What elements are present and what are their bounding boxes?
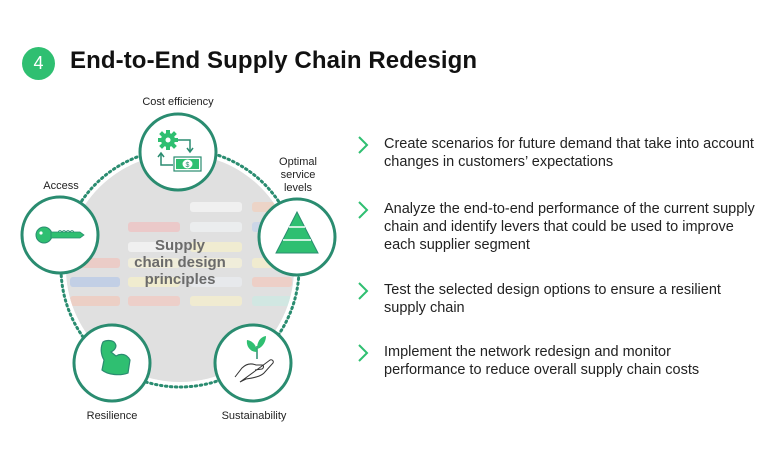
node-sustainability xyxy=(213,323,293,403)
center-label-line: principles xyxy=(144,271,216,288)
svg-text:$: $ xyxy=(186,162,190,169)
step-number-badge: 4 xyxy=(22,47,55,80)
chevron-right-icon xyxy=(356,135,384,171)
center-label: Supply chain design principles xyxy=(110,237,250,288)
node-optimal-service-levels xyxy=(257,197,337,277)
list-item: Test the selected design options to ensu… xyxy=(356,281,756,317)
node-cost-efficiency: $ xyxy=(138,112,218,192)
list-item-text: Create scenarios for future demand that … xyxy=(384,136,754,170)
diagram-graphics: $ xyxy=(20,112,337,403)
node-access xyxy=(20,195,100,275)
center-label-line: Supply xyxy=(154,237,205,254)
plant-in-hand-icon xyxy=(234,336,274,383)
pyramid-icon xyxy=(275,210,319,254)
key-icon xyxy=(35,226,85,244)
list-item-text: Analyze the end-to-end performance of th… xyxy=(384,201,755,253)
supply-chain-principles-diagram: $ xyxy=(0,90,340,456)
list-item: Create scenarios for future demand that … xyxy=(356,135,756,171)
list-item-text: Implement the network redesign and monit… xyxy=(384,344,700,378)
list-item: Implement the network redesign and monit… xyxy=(356,343,756,379)
gear-money-cycle-icon: $ xyxy=(157,130,202,172)
label-line: Optimal xyxy=(279,156,317,168)
chevron-right-icon xyxy=(356,343,384,379)
label-cost-efficiency: Cost efficiency xyxy=(142,96,214,108)
center-label-line: chain design xyxy=(134,254,226,271)
page-title: End-to-End Supply Chain Redesign xyxy=(70,47,478,74)
list-item: Analyze the end-to-end performance of th… xyxy=(356,200,756,254)
label-sustainability: Sustainability xyxy=(221,410,287,422)
label-line: service xyxy=(280,169,316,181)
label-resilience: Resilience xyxy=(86,410,138,422)
label-optimal-service-levels: Optimal service levels xyxy=(268,156,328,195)
list-item-text: Test the selected design options to ensu… xyxy=(384,282,721,316)
chevron-right-icon xyxy=(356,200,384,254)
node-resilience xyxy=(72,323,152,403)
label-line: levels xyxy=(283,182,313,194)
flexed-arm-icon xyxy=(100,339,131,376)
label-access: Access xyxy=(43,180,79,192)
chevron-right-icon xyxy=(356,281,384,317)
